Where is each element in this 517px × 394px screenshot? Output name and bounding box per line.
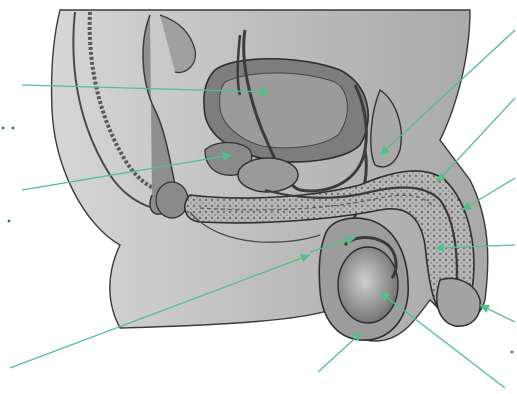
- margin-dot: [12, 127, 15, 130]
- testis: [338, 247, 398, 323]
- margin-dot: [2, 127, 5, 130]
- prostate: [238, 158, 298, 192]
- coccyx: [156, 182, 188, 218]
- margin-dot: [8, 220, 11, 223]
- margin-dot: [511, 351, 514, 354]
